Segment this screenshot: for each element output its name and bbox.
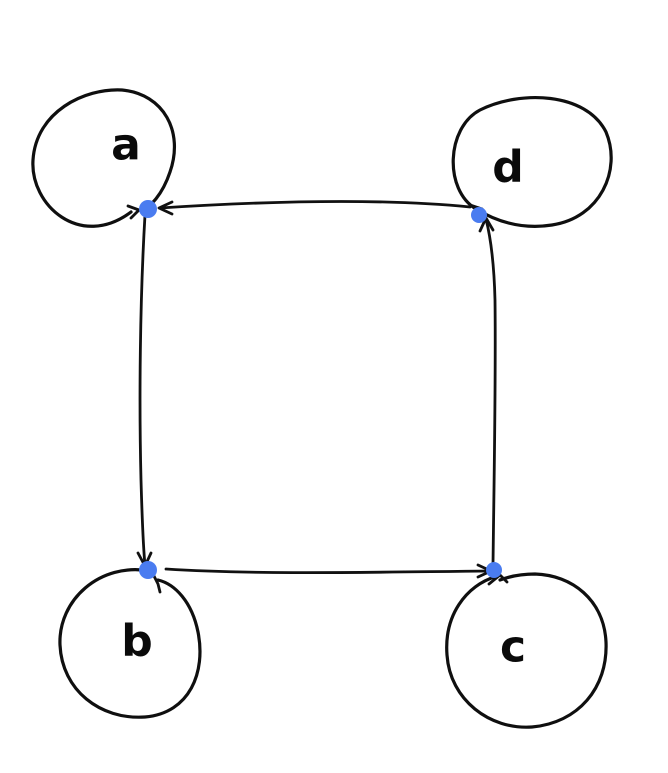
node-d-circle — [451, 95, 613, 228]
node-b-label: b — [121, 616, 153, 667]
node-d-label: d — [492, 142, 524, 193]
node-a-loop-arrowhead — [126, 204, 141, 220]
edge-b-to-c — [164, 567, 492, 575]
node-c-label: c — [500, 622, 526, 673]
node-c-port-dot — [486, 562, 502, 578]
edge-d-to-a-arrowhead — [157, 200, 174, 216]
edge-d-to-a — [158, 200, 472, 210]
node-a-label: a — [111, 120, 141, 171]
node-a-port-dot — [139, 200, 157, 218]
node-b-circle — [58, 568, 202, 719]
edge-a-to-b — [138, 213, 147, 567]
node-c-circle — [445, 572, 608, 729]
node-d-port-dot — [471, 207, 487, 223]
node-b-port-dot — [139, 561, 157, 579]
node-a-circle — [31, 88, 176, 228]
edge-c-to-d — [484, 217, 497, 567]
